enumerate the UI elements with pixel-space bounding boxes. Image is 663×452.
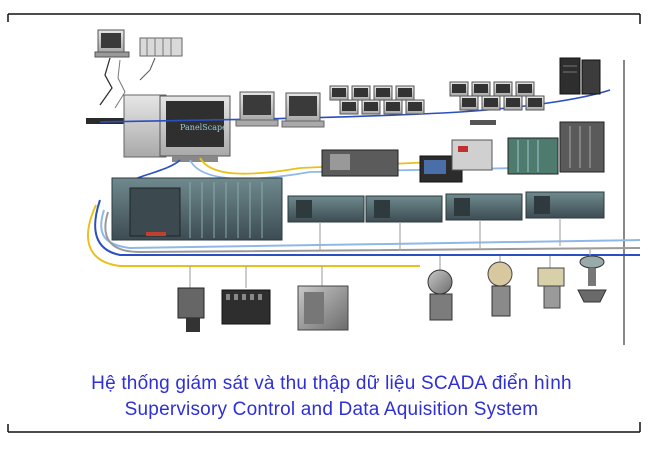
transmitter-icon bbox=[427, 269, 453, 321]
plc-rack-icon bbox=[445, 193, 523, 221]
workstation-icon bbox=[235, 91, 279, 127]
transmitter-icon bbox=[487, 261, 513, 317]
io-module-icon bbox=[297, 285, 349, 331]
screen-label: PanelScape bbox=[180, 123, 227, 132]
caption-vietnamese: Hệ thống giám sát và thu thập dữ liệu SC… bbox=[91, 373, 572, 394]
workstation-cluster bbox=[329, 85, 425, 115]
plc-rack-icon bbox=[451, 139, 493, 171]
caption-english: Supervisory Control and Data Aquisition … bbox=[124, 399, 539, 420]
network-switch-icon bbox=[86, 118, 132, 124]
plc-rack-icon bbox=[111, 177, 283, 241]
workstation-icon: PanelScape bbox=[123, 94, 231, 162]
plc-rack-icon bbox=[365, 195, 443, 223]
workstation-icon bbox=[281, 92, 325, 128]
camera-icon bbox=[177, 287, 205, 332]
server-icon bbox=[559, 57, 601, 95]
plc-rack-icon bbox=[507, 137, 559, 175]
plc-rack-icon bbox=[287, 195, 365, 223]
plc-rack-icon bbox=[321, 149, 399, 177]
plc-rack-icon bbox=[559, 121, 605, 173]
io-module-icon bbox=[221, 289, 271, 325]
scada-illustration: PanelScape bbox=[86, 29, 641, 332]
workstation-cluster bbox=[449, 81, 545, 111]
transmitter-icon bbox=[537, 267, 565, 309]
valve-icon bbox=[577, 255, 607, 303]
plc-rack-icon bbox=[139, 37, 183, 57]
workstation-icon bbox=[94, 29, 130, 58]
plc-rack-icon bbox=[525, 191, 605, 219]
